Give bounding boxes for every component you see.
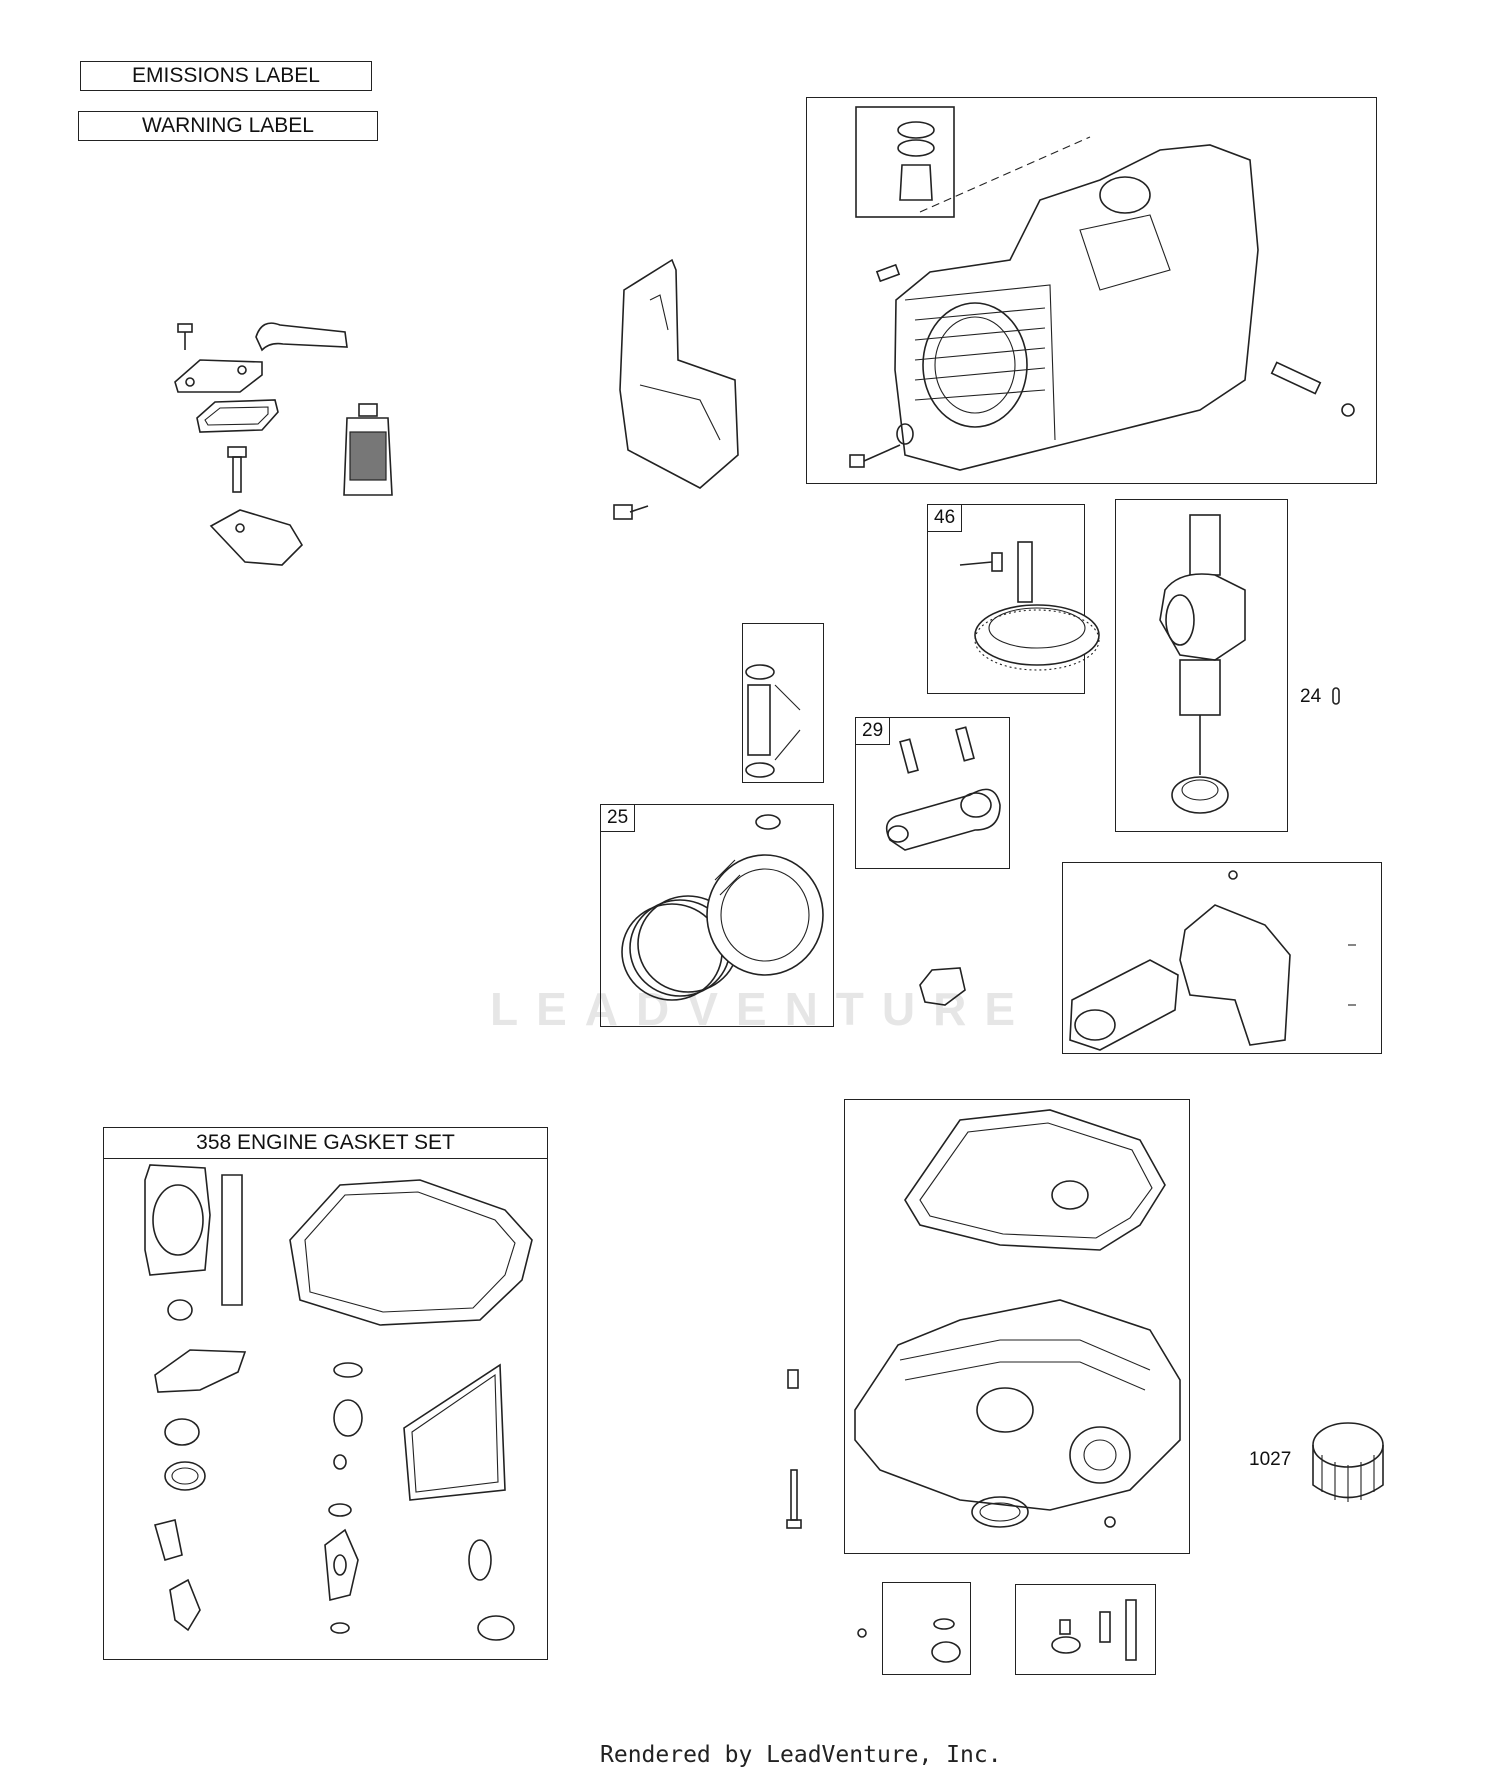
emissions-label-text: EMISSIONS LABEL bbox=[132, 64, 320, 87]
oil-pump-frame bbox=[1015, 1584, 1156, 1675]
key-icon bbox=[1332, 687, 1340, 705]
camshaft-icon bbox=[959, 541, 1100, 671]
warning-label-text: WARNING LABEL bbox=[142, 114, 314, 137]
bolt-icon bbox=[177, 323, 193, 350]
screw-icon bbox=[227, 446, 247, 493]
camshaft-frame: 46 bbox=[927, 504, 1085, 694]
dowel-pin-icon bbox=[875, 263, 1355, 417]
governor-frame bbox=[882, 1582, 971, 1675]
head-gasket-icon bbox=[144, 1164, 243, 1306]
warning-label-box: WARNING LABEL bbox=[78, 111, 378, 141]
oil-filter-icon bbox=[1312, 1422, 1384, 1502]
governor-parts-icon bbox=[857, 1618, 961, 1663]
crankshaft-frame bbox=[1115, 499, 1288, 832]
spring-icon bbox=[786, 1369, 802, 1529]
cylinder-block-icon bbox=[894, 144, 1259, 471]
piston-pin-icon bbox=[745, 664, 801, 778]
connecting-rod-frame: 29 bbox=[855, 717, 1010, 869]
callout-24: 24 bbox=[1300, 686, 1322, 707]
callout-46: 46 bbox=[928, 505, 963, 532]
cylinder-shield-icon bbox=[613, 258, 739, 520]
dipstick-tube-icon bbox=[255, 322, 348, 352]
sealant-tube-icon bbox=[343, 403, 393, 496]
bushing-detail-icon bbox=[855, 106, 1091, 218]
oil-pump-parts-icon bbox=[1051, 1599, 1137, 1661]
sump-gasket-icon bbox=[904, 1109, 1166, 1251]
footer-credit: Rendered by LeadVenture, Inc. bbox=[600, 1742, 1002, 1768]
connecting-rod-icon bbox=[885, 726, 1001, 851]
breather-gasket-icon bbox=[209, 509, 304, 566]
gasket-set-frame: 358 ENGINE GASKET SET bbox=[103, 1127, 548, 1660]
crankcase-gasket-icon bbox=[289, 1179, 533, 1326]
sump-frame bbox=[844, 1099, 1190, 1554]
piston-frame: 25 bbox=[600, 804, 834, 1027]
valve-cover-gasket-icon bbox=[403, 1363, 506, 1501]
cylinder-block-frame bbox=[806, 97, 1377, 484]
breather-frame bbox=[1062, 862, 1382, 1054]
gasket-set-title: 358 ENGINE GASKET SET bbox=[104, 1128, 547, 1159]
sump-icon bbox=[854, 1299, 1181, 1528]
emissions-label-box: EMISSIONS LABEL bbox=[80, 61, 372, 91]
exhaust-gasket-icon bbox=[324, 1528, 359, 1602]
callout-29: 29 bbox=[856, 718, 891, 745]
callout-25: 25 bbox=[601, 805, 636, 832]
o-ring-icon bbox=[328, 1362, 515, 1641]
tube-gasket-icon bbox=[196, 399, 279, 433]
governor-arm-icon bbox=[919, 967, 966, 1006]
bracket-plate-icon bbox=[174, 359, 263, 393]
piston-pin-frame bbox=[742, 623, 824, 783]
intake-gasket-icon bbox=[154, 1349, 247, 1632]
piston-icon bbox=[706, 814, 824, 976]
crankshaft-icon bbox=[1159, 514, 1246, 814]
block-bolt-icon bbox=[849, 423, 914, 468]
breather-cover-icon bbox=[1069, 870, 1356, 1051]
callout-1027: 1027 bbox=[1249, 1449, 1292, 1470]
seal-icon bbox=[164, 1299, 206, 1491]
